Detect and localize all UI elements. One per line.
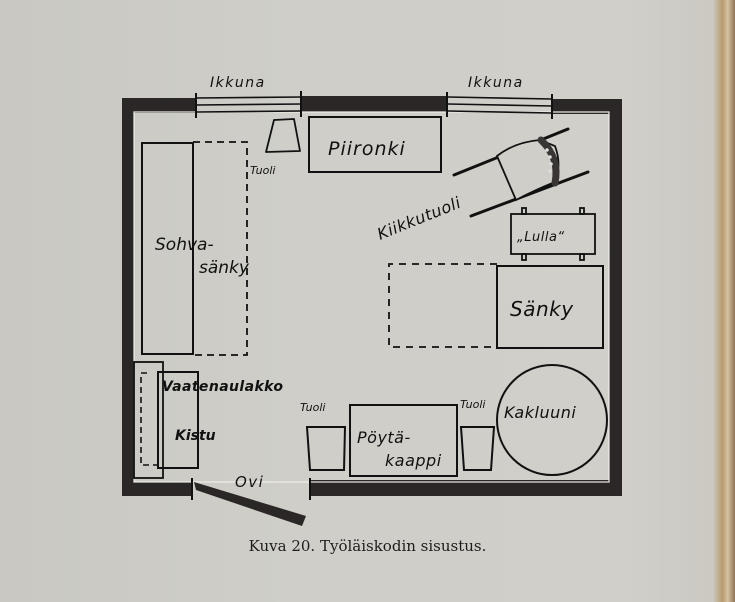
cradle-label: „Lulla“ [517,230,565,245]
chair-left-label: Tuoli [300,401,325,414]
sofa-bed-label-2: sänky [199,258,250,278]
door-leaf [194,482,306,526]
door-label: Ovi [235,473,264,491]
walls [122,96,622,496]
chair-top [265,118,301,153]
table-cabinet [349,404,458,477]
bed-extended [388,263,497,348]
rocking-chair-label: Kiikkutuoli [374,193,463,244]
window-right-label: Ikkuna [468,75,524,91]
tiled-stove-label: Kakluuni [504,403,576,422]
sofa-bed [141,142,194,355]
dresser-label: Piironki [328,138,406,160]
room-inner-edge [133,111,610,483]
window-left [195,91,303,118]
sofa-bed-label-1: Sohva- [155,235,214,255]
chest [157,371,199,469]
table-cabinet-label-1: Pöytä- [357,428,411,447]
sofa-bed-extended [193,141,248,356]
coat-rack-dashed [140,372,157,466]
rocking-chair [452,127,590,218]
bed-label: Sänky [510,297,574,321]
chair-right [459,426,496,471]
coat-rack-label: Vaatenaulakko [162,379,283,395]
window-right [446,92,553,119]
window-left-label: Ikkuna [210,75,266,91]
coat-rack [133,361,164,479]
cradle [510,207,596,261]
chair-right-label: Tuoli [460,398,485,411]
dresser [308,116,442,173]
chair-left [305,426,347,471]
chair-top-label: Tuoli [250,164,275,177]
table-cabinet-label-2: kaappi [385,451,442,470]
bed [496,265,604,349]
figure-caption: Kuva 20. Työläiskodin sisustus. [248,537,487,555]
tiled-stove [496,364,608,476]
chest-label: Kistu [175,428,216,444]
